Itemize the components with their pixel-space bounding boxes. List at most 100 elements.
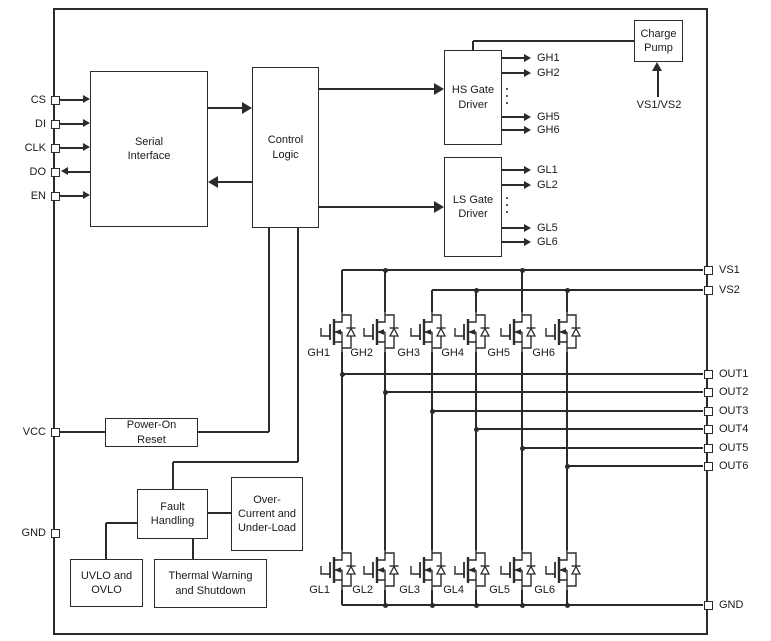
mosfet-gl1: [320, 550, 357, 590]
pin-cs: [50, 95, 60, 105]
junction-dot: [473, 287, 479, 293]
arrowhead: [434, 200, 444, 213]
junction-dot: [519, 267, 525, 273]
pin-vs2: [703, 285, 713, 295]
wire-segment: [60, 431, 105, 433]
wire-segment: [192, 539, 194, 559]
bus-arrow: [319, 87, 435, 91]
wire-segment: [475, 590, 477, 605]
arrowhead: [524, 223, 531, 232]
arrowhead: [60, 167, 68, 176]
block-control-logic: Control Logic: [252, 67, 319, 228]
charge-pump-arrow: [656, 70, 660, 97]
hs-output-label-gh1: GH1: [537, 51, 560, 64]
out-bus: [385, 391, 703, 393]
arrowhead: [208, 175, 218, 188]
ellipsis-dot: [506, 88, 508, 90]
block-uvlo-ovlo: UVLO and OVLO: [70, 559, 143, 607]
pin-label-out4: OUT4: [719, 422, 749, 435]
wire-segment: [105, 523, 107, 559]
wire-segment: [431, 352, 433, 550]
junction-dot: [382, 602, 388, 608]
wire-segment: [297, 228, 299, 462]
pin-label-cs: CS: [30, 93, 46, 106]
pin-en: [50, 191, 60, 201]
junction-dot: [564, 602, 570, 608]
pin-out1: [703, 369, 713, 379]
junction-dot: [382, 267, 388, 273]
wire-segment: [502, 169, 524, 171]
wire-segment: [566, 590, 568, 605]
wire-segment: [341, 352, 343, 550]
mosfet-gh2: [363, 312, 400, 352]
block-thermal-warning: Thermal Warning and Shutdown: [154, 559, 267, 608]
wire-segment: [472, 41, 474, 50]
out-bus: [567, 465, 703, 467]
block-power-on-reset: Power-On Reset: [105, 418, 198, 447]
wire-segment: [208, 512, 231, 514]
pin-label-out5: OUT5: [719, 441, 749, 454]
pin-label-out1: OUT1: [719, 367, 749, 380]
wire-segment: [60, 195, 84, 197]
mosfet-label-gh3: GH3: [397, 347, 420, 359]
bus-arrow: [319, 205, 435, 209]
mosfet-gh3: [410, 312, 447, 352]
wire-segment: [172, 462, 174, 489]
wire-segment: [268, 228, 270, 432]
junction-dot: [429, 602, 435, 608]
pin-label-vs1: VS1: [719, 263, 740, 276]
pin-clk: [50, 143, 60, 153]
hs-output-label-gh2: GH2: [537, 66, 560, 79]
pin-vs1: [703, 265, 713, 275]
out-bus: [476, 428, 703, 430]
pin-di: [50, 119, 60, 129]
ic-outline: [53, 8, 708, 635]
arrowhead: [524, 237, 531, 246]
wire-segment: [431, 290, 433, 312]
wire-segment: [173, 461, 298, 463]
wire-segment: [475, 352, 477, 550]
mosfet-label-gl2: GL2: [352, 584, 373, 596]
arrowhead: [82, 143, 90, 152]
arrowhead: [524, 180, 531, 189]
wire-segment: [475, 290, 477, 312]
ls-output-label-gl2: GL2: [537, 178, 558, 191]
mosfet-gl5: [500, 550, 537, 590]
wire-segment: [502, 57, 524, 59]
wire-segment: [521, 590, 523, 605]
mosfet-gh6: [545, 312, 582, 352]
wire-segment: [341, 270, 343, 312]
pin-out4: [703, 424, 713, 434]
pin-out3: [703, 406, 713, 416]
pin-label-out2: OUT2: [719, 385, 749, 398]
mosfet-gh4: [454, 312, 491, 352]
junction-dot: [519, 602, 525, 608]
block-serial-interface: Serial Interface: [90, 71, 208, 227]
pin-label-gnd: GND: [21, 526, 46, 539]
pin-label-gnd: GND: [719, 598, 744, 611]
wire-segment: [384, 590, 386, 605]
wire-segment: [502, 116, 524, 118]
mosfet-label-gh1: GH1: [307, 347, 330, 359]
wire-segment: [197, 431, 269, 433]
arrowhead: [82, 95, 90, 104]
wire-segment: [502, 227, 524, 229]
ls-output-label-gl6: GL6: [537, 235, 558, 248]
pin-label-do: DO: [29, 165, 47, 178]
out-bus: [522, 447, 703, 449]
wire-segment: [502, 241, 524, 243]
wire-segment: [384, 270, 386, 312]
mosfet-gl3: [410, 550, 447, 590]
mosfet-gl2: [363, 550, 400, 590]
mosfet-label-gl3: GL3: [399, 584, 420, 596]
arrowhead: [434, 82, 444, 95]
pin-label-out3: OUT3: [719, 404, 749, 417]
pin-label-en: EN: [30, 189, 46, 202]
junction-dot: [564, 287, 570, 293]
wire-segment: [431, 590, 433, 605]
pin-gnd: [50, 528, 60, 538]
pin-out5: [703, 443, 713, 453]
block-charge-pump: Charge Pump: [634, 20, 683, 62]
arrowhead: [82, 191, 90, 200]
arrowhead: [242, 101, 252, 114]
